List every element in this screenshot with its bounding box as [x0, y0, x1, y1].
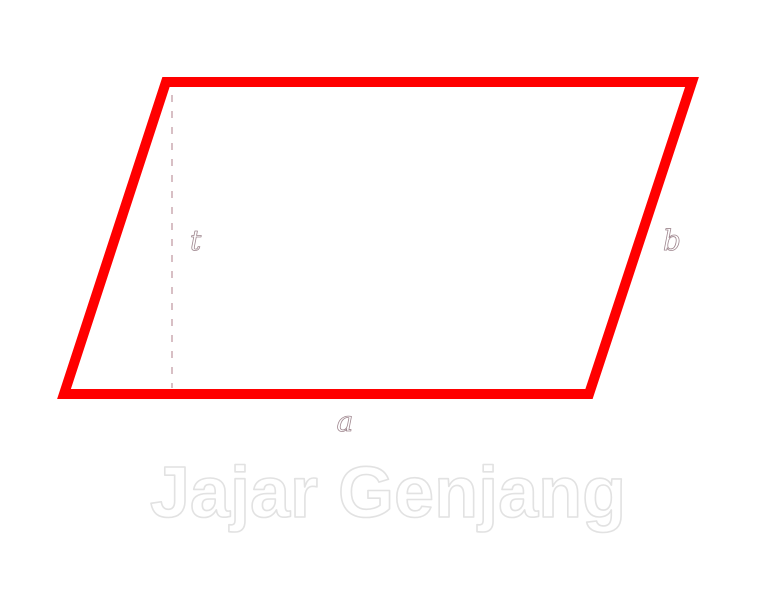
side-label: b [663, 224, 681, 257]
diagram-title: Jajar Genjang [150, 453, 626, 533]
height-label: t [190, 224, 202, 257]
parallelogram-shape [57, 77, 699, 399]
base-label: a [337, 405, 354, 438]
